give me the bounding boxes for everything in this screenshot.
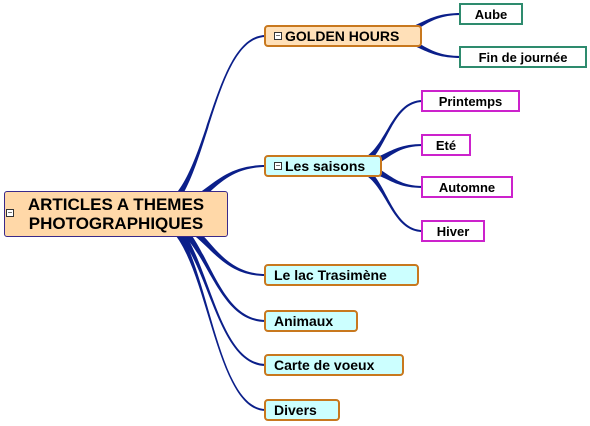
leaf-fin-de-journee[interactable]: Fin de journée [459,46,587,68]
leaf-label: Hiver [436,223,470,239]
branch-divers[interactable]: Divers [264,399,340,421]
leaf-aube[interactable]: Aube [459,3,523,25]
leaf-label: Printemps [438,93,503,109]
connector-carte-de-voeux [150,208,266,366]
branch-carte-de-voeux[interactable]: Carte de voeux [264,354,404,376]
branch-golden-hours[interactable]: − GOLDEN HOURS [264,25,422,47]
connector-printemps [350,100,423,171]
collapse-icon[interactable]: − [6,208,14,217]
collapse-icon[interactable]: − [274,161,282,170]
connector-divers [150,208,266,411]
branch-label: Animaux [274,313,334,329]
branch-animaux[interactable]: Animaux [264,310,358,332]
leaf-automne[interactable]: Automne [421,176,513,198]
leaf-printemps[interactable]: Printemps [421,90,520,112]
collapse-icon[interactable]: − [274,31,282,40]
leaf-label: Automne [438,179,496,195]
branch-label: Les saisons [285,158,366,174]
branch-le-lac-trasimene[interactable]: Le lac Trasimène [264,264,419,286]
connector-animaux [150,208,266,322]
connector-hiver [350,161,423,232]
leaf-label: Eté [435,137,457,153]
leaf-label: Fin de journée [478,49,568,65]
branch-les-saisons[interactable]: − Les saisons [264,155,382,177]
connector-golden-hours [150,35,266,220]
leaf-label: Aube [474,6,508,22]
branch-label: Divers [274,402,317,418]
branch-label: Le lac Trasimène [274,267,387,283]
root-node[interactable]: − ARTICLES A THEMES PHOTOGRAPHIQUES [4,191,228,237]
branch-label: Carte de voeux [274,357,375,373]
root-label: ARTICLES A THEMES PHOTOGRAPHIQUES [27,195,205,233]
branch-label: GOLDEN HOURS [285,28,400,44]
leaf-hiver[interactable]: Hiver [421,220,485,242]
leaf-ete[interactable]: Eté [421,134,471,156]
